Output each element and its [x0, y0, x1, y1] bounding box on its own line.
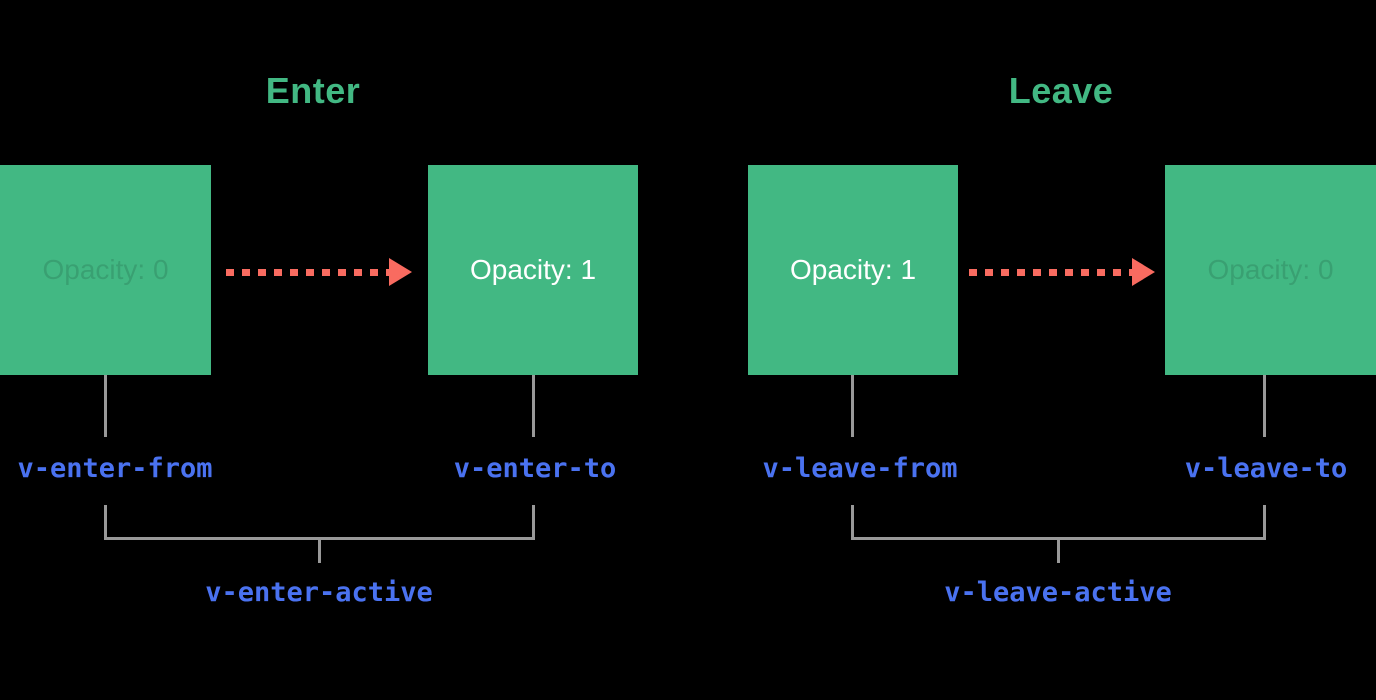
enter-from-box: Opacity: 0	[0, 165, 211, 375]
enter-from-connector-line	[104, 375, 107, 437]
leave-bracket-center-tick	[1057, 537, 1060, 563]
enter-bracket-right-line	[532, 505, 535, 538]
leave-to-connector-line	[1263, 375, 1266, 437]
leave-to-box-label: Opacity: 0	[1207, 254, 1334, 285]
leave-to-box: Opacity: 0	[1165, 165, 1376, 375]
enter-to-connector-line	[532, 375, 535, 437]
enter-dashed-line	[226, 269, 390, 276]
enter-bracket-left-line	[104, 505, 107, 538]
enter-arrow-head-icon	[389, 258, 412, 286]
enter-bracket-center-tick	[318, 537, 321, 563]
leave-from-box-label: Opacity: 1	[789, 254, 917, 285]
leave-active-class-label: v-leave-active	[944, 577, 1172, 608]
leave-dashed-line	[969, 269, 1132, 276]
leave-from-box: Opacity: 1	[748, 165, 958, 375]
enter-to-box: Opacity: 1	[428, 165, 638, 375]
leave-from-class-label: v-leave-from	[762, 453, 958, 484]
enter-from-class-label: v-enter-from	[17, 453, 213, 484]
leave-arrow-head-icon	[1132, 258, 1155, 286]
leave-from-connector-line	[851, 375, 854, 437]
leave-bracket-right-line	[1263, 505, 1266, 538]
enter-active-class-label: v-enter-active	[205, 577, 433, 608]
enter-to-box-label: Opacity: 1	[469, 254, 597, 285]
enter-to-class-label: v-enter-to	[453, 453, 617, 484]
leave-section-title: Leave	[1008, 70, 1114, 111]
leave-to-class-label: v-leave-to	[1184, 453, 1348, 484]
enter-from-box-label: Opacity: 0	[42, 254, 169, 285]
leave-bracket-left-line	[851, 505, 854, 538]
enter-section-title: Enter	[265, 70, 361, 111]
